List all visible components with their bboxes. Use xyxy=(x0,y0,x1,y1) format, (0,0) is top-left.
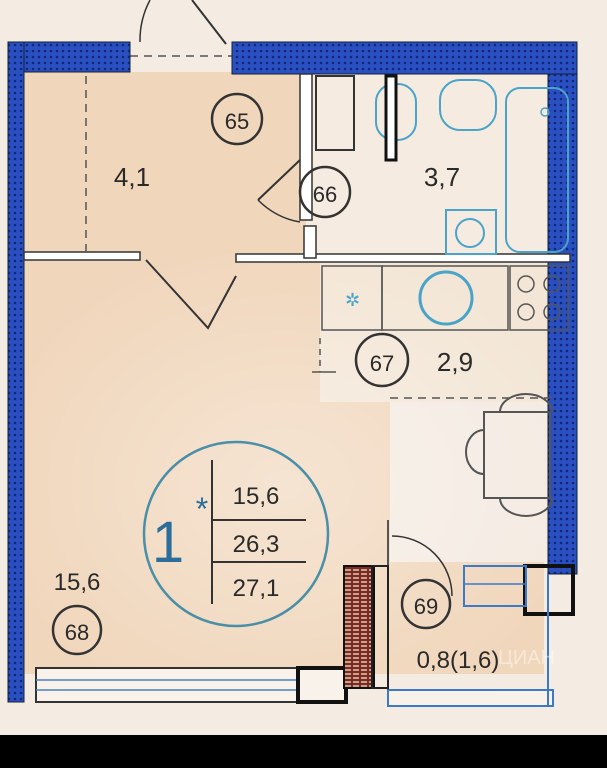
room-66-number: 66 xyxy=(313,182,337,207)
bathroom-door-arc xyxy=(257,199,301,223)
partition-hall-left xyxy=(23,251,141,261)
bathtub-drain-icon xyxy=(540,107,550,117)
balcony-sill xyxy=(463,565,527,607)
room-66-circle xyxy=(298,165,352,219)
total-area-value: 26,3 xyxy=(233,531,280,558)
room-count-marker: * xyxy=(196,491,208,527)
summary-circle xyxy=(142,440,330,628)
room-67-number: 67 xyxy=(370,351,394,376)
watermark: ЦИАН xyxy=(498,647,555,669)
burner-4-icon xyxy=(543,303,561,321)
window-pier xyxy=(296,666,348,704)
bathroom-floor xyxy=(306,72,568,258)
window-left xyxy=(35,667,307,703)
room-count: 1 xyxy=(152,510,184,575)
bathroom-door-leaf xyxy=(257,159,301,201)
partition-bathroom-lower xyxy=(303,225,317,259)
photo-glare xyxy=(24,254,544,674)
radiator-frame xyxy=(371,565,389,689)
washer-drum-icon xyxy=(455,218,485,248)
bathtub-icon xyxy=(505,87,569,253)
chair-top-icon xyxy=(499,393,553,413)
room-69-area: 0,8(1,6) xyxy=(417,647,500,674)
stove-icon xyxy=(509,265,569,331)
room-68-number: 68 xyxy=(65,620,89,645)
entrance-door-arc xyxy=(139,0,151,43)
partition-bathroom xyxy=(299,73,313,221)
room-67-area: 2,9 xyxy=(437,347,473,377)
room-65-number: 65 xyxy=(225,109,249,134)
radiator-pillar xyxy=(343,565,375,689)
burner-2-icon xyxy=(543,275,561,293)
sink-icon xyxy=(439,79,497,131)
living-area-value: 15,6 xyxy=(233,483,280,510)
room-68-area: 15,6 xyxy=(54,569,101,596)
washing-machine-niche xyxy=(315,75,355,151)
room-67-circle xyxy=(354,332,410,388)
bathroom-pipe xyxy=(384,74,398,162)
room-65-area: 4,1 xyxy=(114,162,150,192)
burner-3-icon xyxy=(517,303,535,321)
entrance-door-leaf xyxy=(191,0,227,45)
total-with-balcony-value: 27,1 xyxy=(233,575,280,602)
outer-wall-left xyxy=(7,41,25,703)
room-69-number: 69 xyxy=(414,594,438,619)
room-65-circle xyxy=(210,92,264,146)
balcony-rail xyxy=(387,689,554,707)
fan-icon: ✲ xyxy=(345,290,360,310)
burner-1-icon xyxy=(517,275,535,293)
hall-floor xyxy=(24,72,306,254)
chair-left-icon xyxy=(465,429,485,475)
washer-icon xyxy=(445,209,497,255)
room-door xyxy=(145,259,237,330)
kitchen-sink-icon xyxy=(418,270,474,326)
dining-table xyxy=(483,411,551,499)
balcony-door-arc xyxy=(391,535,453,597)
chair-bottom-icon xyxy=(499,497,553,517)
room-68-circle xyxy=(51,604,103,656)
room-69-circle xyxy=(400,578,452,630)
outer-wall-right xyxy=(547,73,578,575)
kitchen-counter xyxy=(381,265,509,331)
apartment-summary-badge: 1 * 15,6 26,3 27,1 xyxy=(142,440,330,628)
room-66-area: 3,7 xyxy=(424,162,460,192)
outer-wall-top-left xyxy=(7,41,131,73)
partition-hall-right xyxy=(235,253,571,263)
outer-wall-top-right xyxy=(231,41,578,75)
